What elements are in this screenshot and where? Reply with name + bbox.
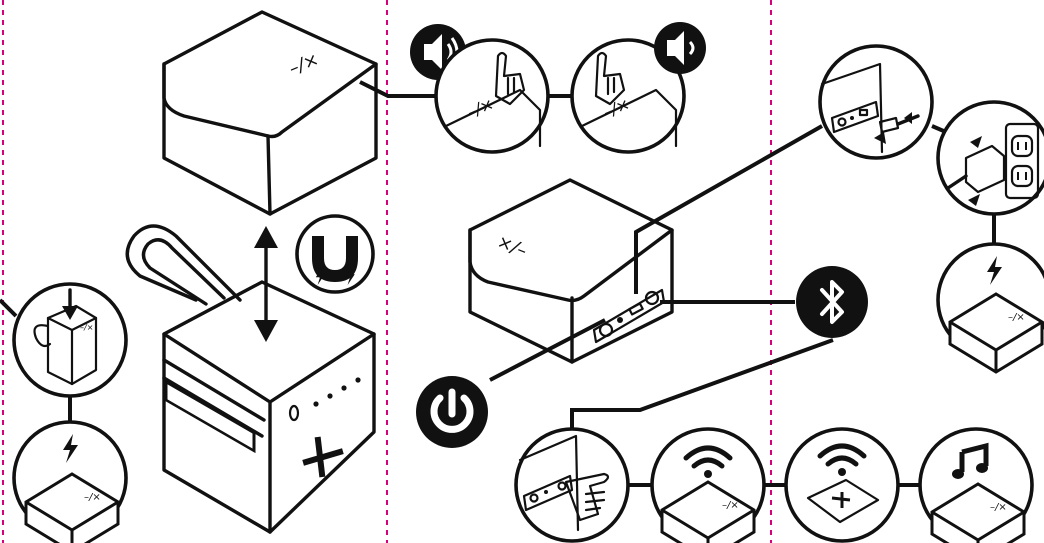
right-lightning-circle: –/× — [936, 242, 1044, 374]
left-charge-circle: –/× — [12, 282, 128, 398]
mini-mark: –/× — [722, 500, 739, 511]
music-note-icon — [952, 442, 989, 479]
speaker-cube-top: –/× — [162, 10, 378, 216]
pointing-hand-icon — [594, 51, 626, 106]
mini-mark: –/× — [84, 492, 101, 503]
connector-lines — [0, 80, 996, 487]
power-pack-base — [162, 280, 376, 534]
mini-mark: –/× — [80, 323, 93, 332]
wifi-icon — [817, 443, 867, 476]
mini-mark: –/× — [1008, 312, 1025, 323]
pointing-hand-icon — [564, 472, 610, 522]
wifi-icon — [683, 445, 733, 478]
power-icon — [416, 376, 488, 448]
volume-up-press-circle: –/× — [434, 38, 550, 154]
phone-wifi-circle — [784, 427, 900, 543]
charging-port-circle — [818, 44, 934, 160]
volume-down-press-circle: –/× — [570, 38, 686, 154]
magnet-icon — [295, 214, 375, 294]
volume-down-icon — [654, 22, 706, 74]
wall-outlet-icon — [1004, 122, 1040, 200]
bluetooth-icon — [796, 266, 868, 338]
mini-mark: –/× — [990, 502, 1007, 513]
pairing-button-circle — [514, 427, 630, 543]
music-playing-circle: –/× — [918, 427, 1034, 543]
speaker-strap — [125, 224, 242, 306]
wall-outlet-circle — [936, 100, 1044, 216]
speaker-cube-middle: ×/– — [468, 178, 674, 364]
speaker-wifi-circle: –/× — [650, 427, 766, 543]
speaker-top-mark: –/× — [286, 49, 322, 80]
speaker-mid-mark: ×/– — [494, 231, 530, 262]
section-dividers — [2, 0, 772, 543]
left-lightning-circle: –/× — [12, 420, 128, 543]
pointing-hand-icon — [494, 51, 526, 106]
